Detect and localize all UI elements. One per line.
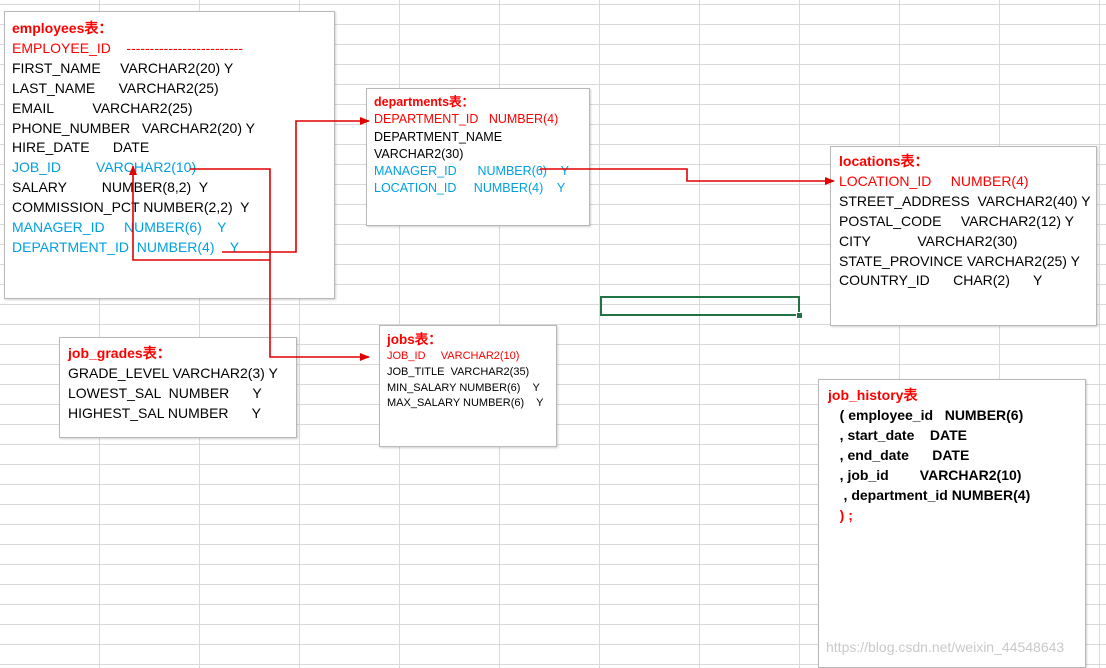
table-row: JOB_ID VARCHAR2(10) — [387, 350, 520, 362]
table-row: , start_date DATE — [828, 427, 967, 443]
arrow-location-id — [540, 168, 835, 185]
arrow-manager-job — [129, 165, 271, 261]
table-row: ( employee_id NUMBER(6) — [828, 407, 1024, 423]
table-row: MIN_SALARY NUMBER(6) Y — [387, 381, 540, 394]
table-row: EMPLOYEE_ID ------------------------- — [12, 39, 243, 56]
table-title: departments表： — [374, 95, 475, 109]
table-row: DEPARTMENT_ID NUMBER(4) Y — [12, 238, 240, 255]
table-row: MANAGER_ID NUMBER(6) Y — [12, 219, 227, 236]
table-title: employees表： — [12, 20, 113, 36]
table-row: SALARY NUMBER(8,2) Y — [12, 179, 209, 196]
table-row: JOB_TITLE VARCHAR2(35) — [387, 365, 530, 378]
table-row: , end_date DATE — [828, 447, 970, 463]
table-row: POSTAL_CODE VARCHAR2(12) Y — [839, 212, 1074, 229]
table-title: locations表： — [839, 153, 929, 169]
table-row: PHONE_NUMBER VARCHAR2(20) Y — [12, 119, 255, 136]
arrow-job-id — [269, 260, 370, 361]
table-title: jobs表： — [387, 332, 442, 347]
departments-table: departments表： DEPARTMENT_ID NUMBER(4) DEP… — [366, 88, 590, 226]
employees-table: employees表： EMPLOYEE_ID ----------------… — [4, 11, 335, 299]
arrow-department-id — [222, 117, 370, 253]
job-grades-table: job_grades表： GRADE_LEVEL VARCHAR2(3) Y LO… — [59, 337, 297, 438]
table-row: , department_id NUMBER(4) — [828, 487, 1031, 503]
table-row: LAST_NAME VARCHAR2(25) — [12, 79, 219, 96]
table-row: CITY VARCHAR2(30) — [839, 232, 1018, 249]
table-row: FIRST_NAME VARCHAR2(20) Y — [12, 59, 234, 76]
table-title: job_grades表： — [68, 345, 171, 361]
table-row: DEPARTMENT_ID NUMBER(4) — [374, 112, 559, 127]
locations-table: locations表： LOCATION_ID NUMBER(4) STREET_… — [830, 146, 1097, 326]
table-row: LOCATION_ID NUMBER(4) — [839, 172, 1029, 189]
table-row: COMMISSION_PCT NUMBER(2,2) Y — [12, 199, 250, 216]
table-row: COUNTRY_ID CHAR(2) Y — [839, 272, 1043, 289]
table-row: EMAIL VARCHAR2(25) — [12, 99, 193, 116]
job-history-table: job_history表 ( employee_id NUMBER(6) , s… — [818, 379, 1086, 668]
selected-cell[interactable] — [600, 296, 800, 316]
fill-handle[interactable] — [796, 312, 803, 319]
table-row: MANAGER_ID NUMBER(6) Y — [374, 164, 569, 179]
watermark: https://blog.csdn.net/weixin_44548643 — [826, 639, 1065, 655]
table-row: DEPARTMENT_NAME — [374, 129, 503, 144]
table-row: GRADE_LEVEL VARCHAR2(3) Y — [68, 365, 278, 381]
table-row: STREET_ADDRESS VARCHAR2(40) Y — [839, 192, 1091, 209]
table-row: LOWEST_SAL NUMBER Y — [68, 385, 262, 401]
table-row: HIGHEST_SAL NUMBER Y — [68, 405, 261, 421]
table-row: ) ; — [828, 507, 853, 523]
table-row: , job_id VARCHAR2(10) — [828, 467, 1022, 483]
table-row: JOB_ID VARCHAR2(10) — [12, 159, 197, 176]
table-title: job_history表 — [828, 387, 918, 403]
table-row: STATE_PROVINCE VARCHAR2(25) Y — [839, 252, 1080, 269]
table-row: LOCATION_ID NUMBER(4) Y — [374, 181, 566, 196]
table-row: HIRE_DATE DATE — [12, 139, 150, 156]
jobs-table: jobs表： JOB_ID VARCHAR2(10) JOB_TITLE VARC… — [379, 325, 557, 447]
table-row: MAX_SALARY NUMBER(6) Y — [387, 397, 544, 410]
table-row: VARCHAR2(30) — [374, 146, 464, 161]
